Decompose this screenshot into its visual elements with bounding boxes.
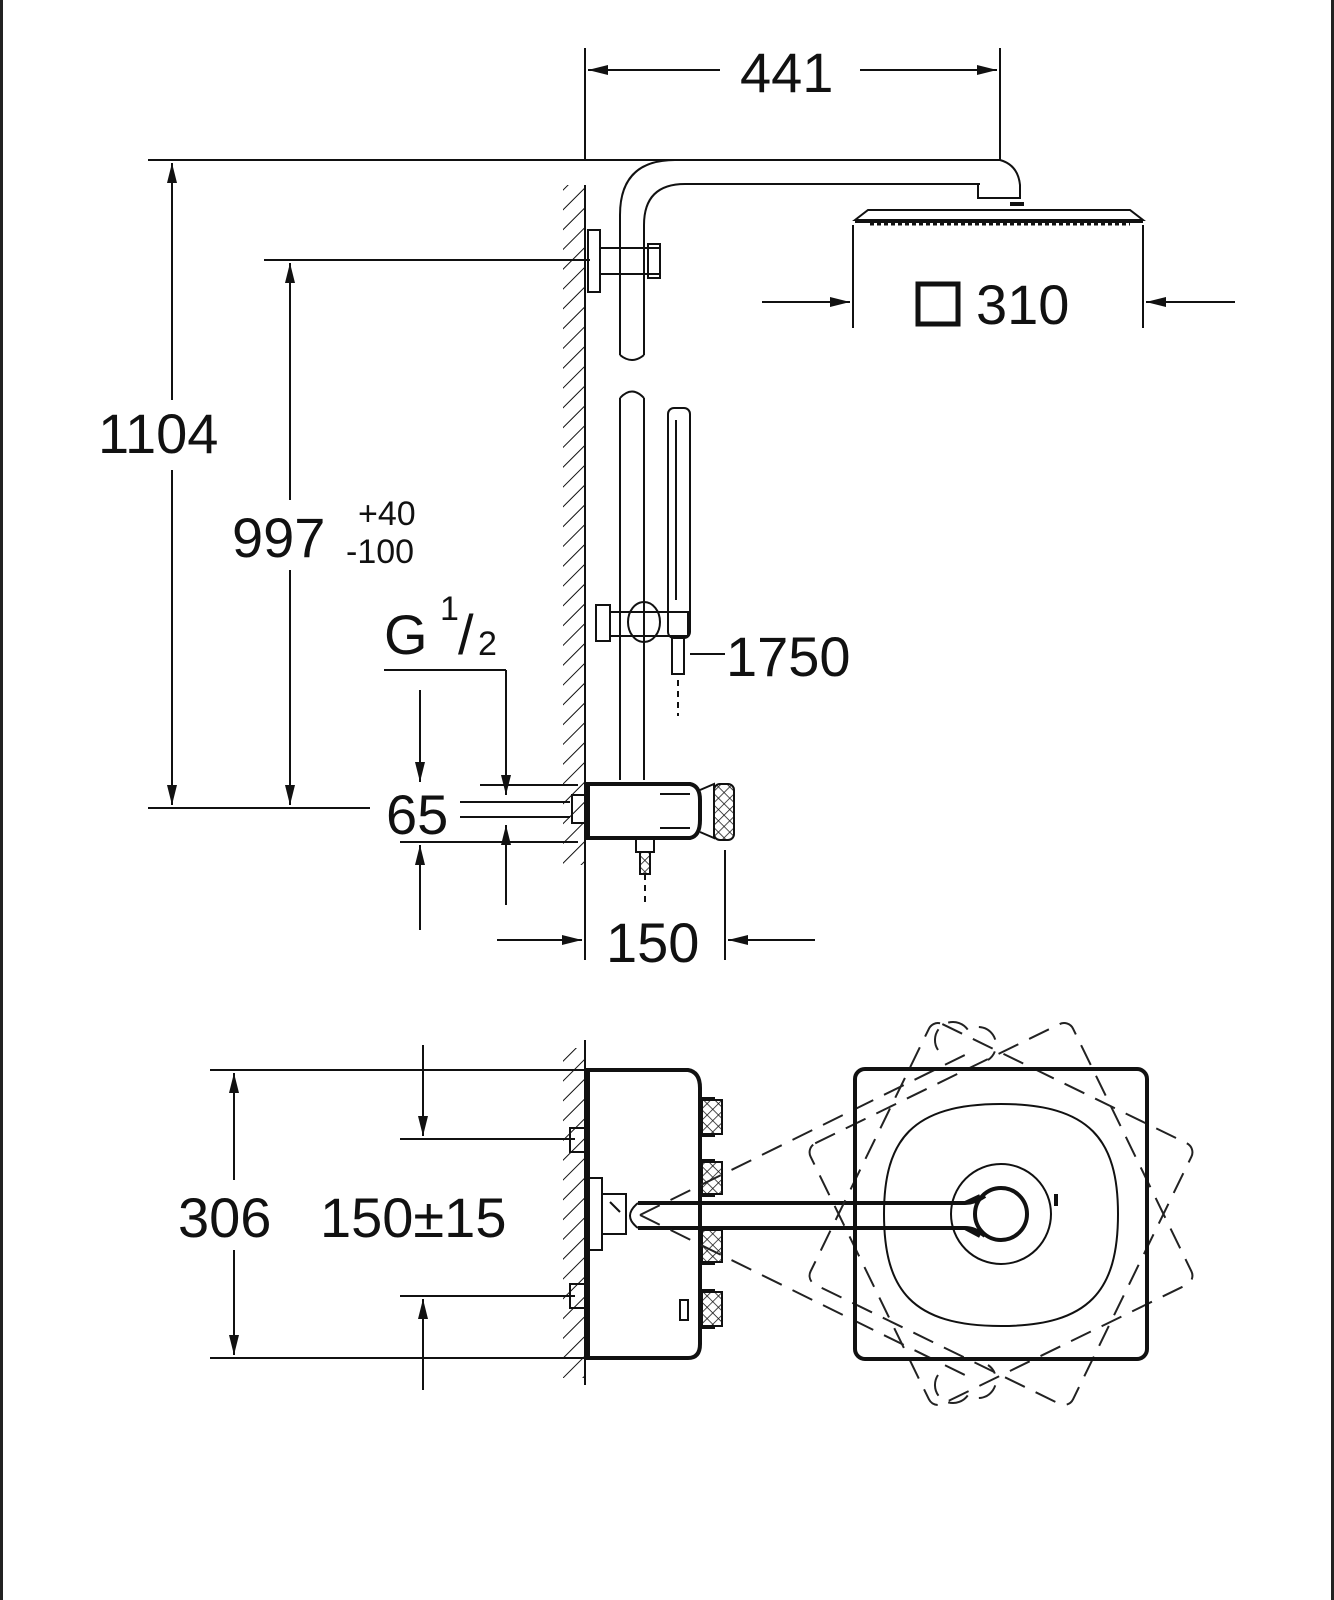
- dim-310: 310: [762, 225, 1235, 336]
- dim-150-depth: 150: [497, 850, 815, 974]
- thread-slash: /: [458, 603, 474, 666]
- dim-65-label: 65: [386, 783, 448, 846]
- shower-riser: 1750: [587, 159, 1146, 780]
- dim-1104: 1104: [98, 159, 1000, 809]
- dim-150-label: 150: [606, 911, 699, 974]
- dim-441-label: 441: [740, 41, 833, 104]
- dim-150-15: 150±15: [320, 1045, 575, 1390]
- dim-310-label: 310: [976, 273, 1069, 336]
- dim-997-tol-plus: +40: [358, 495, 416, 533]
- dim-997-tol-minus: -100: [346, 533, 414, 571]
- dim-65: 65: [386, 690, 578, 930]
- dim-306: 306: [178, 1069, 585, 1359]
- dim-1104-label: 1104: [98, 402, 218, 465]
- dim-150-15-label: 150±15: [320, 1186, 506, 1249]
- wall-hatch-bottom: [563, 1040, 586, 1385]
- shower-head-plan: [853, 1067, 1149, 1361]
- rotation-range: [639, 1021, 1194, 1406]
- dim-1750-label: 1750: [726, 625, 851, 688]
- thread-label: G 1 / 2: [384, 590, 511, 905]
- thermostat-side: [571, 782, 735, 902]
- thermostat-plan: [569, 1068, 987, 1360]
- dim-997-label: 997: [232, 506, 325, 569]
- thread-den: 2: [478, 625, 497, 663]
- thread-num: 1: [440, 590, 459, 628]
- square-symbol-icon: [915, 281, 961, 327]
- dim-997: 997 +40 -100: [232, 259, 590, 805]
- dim-441: 441: [584, 41, 1001, 160]
- wall-hatch-top: [563, 185, 586, 960]
- dim-306-label: 306: [178, 1186, 271, 1249]
- thread-g: G: [384, 603, 428, 666]
